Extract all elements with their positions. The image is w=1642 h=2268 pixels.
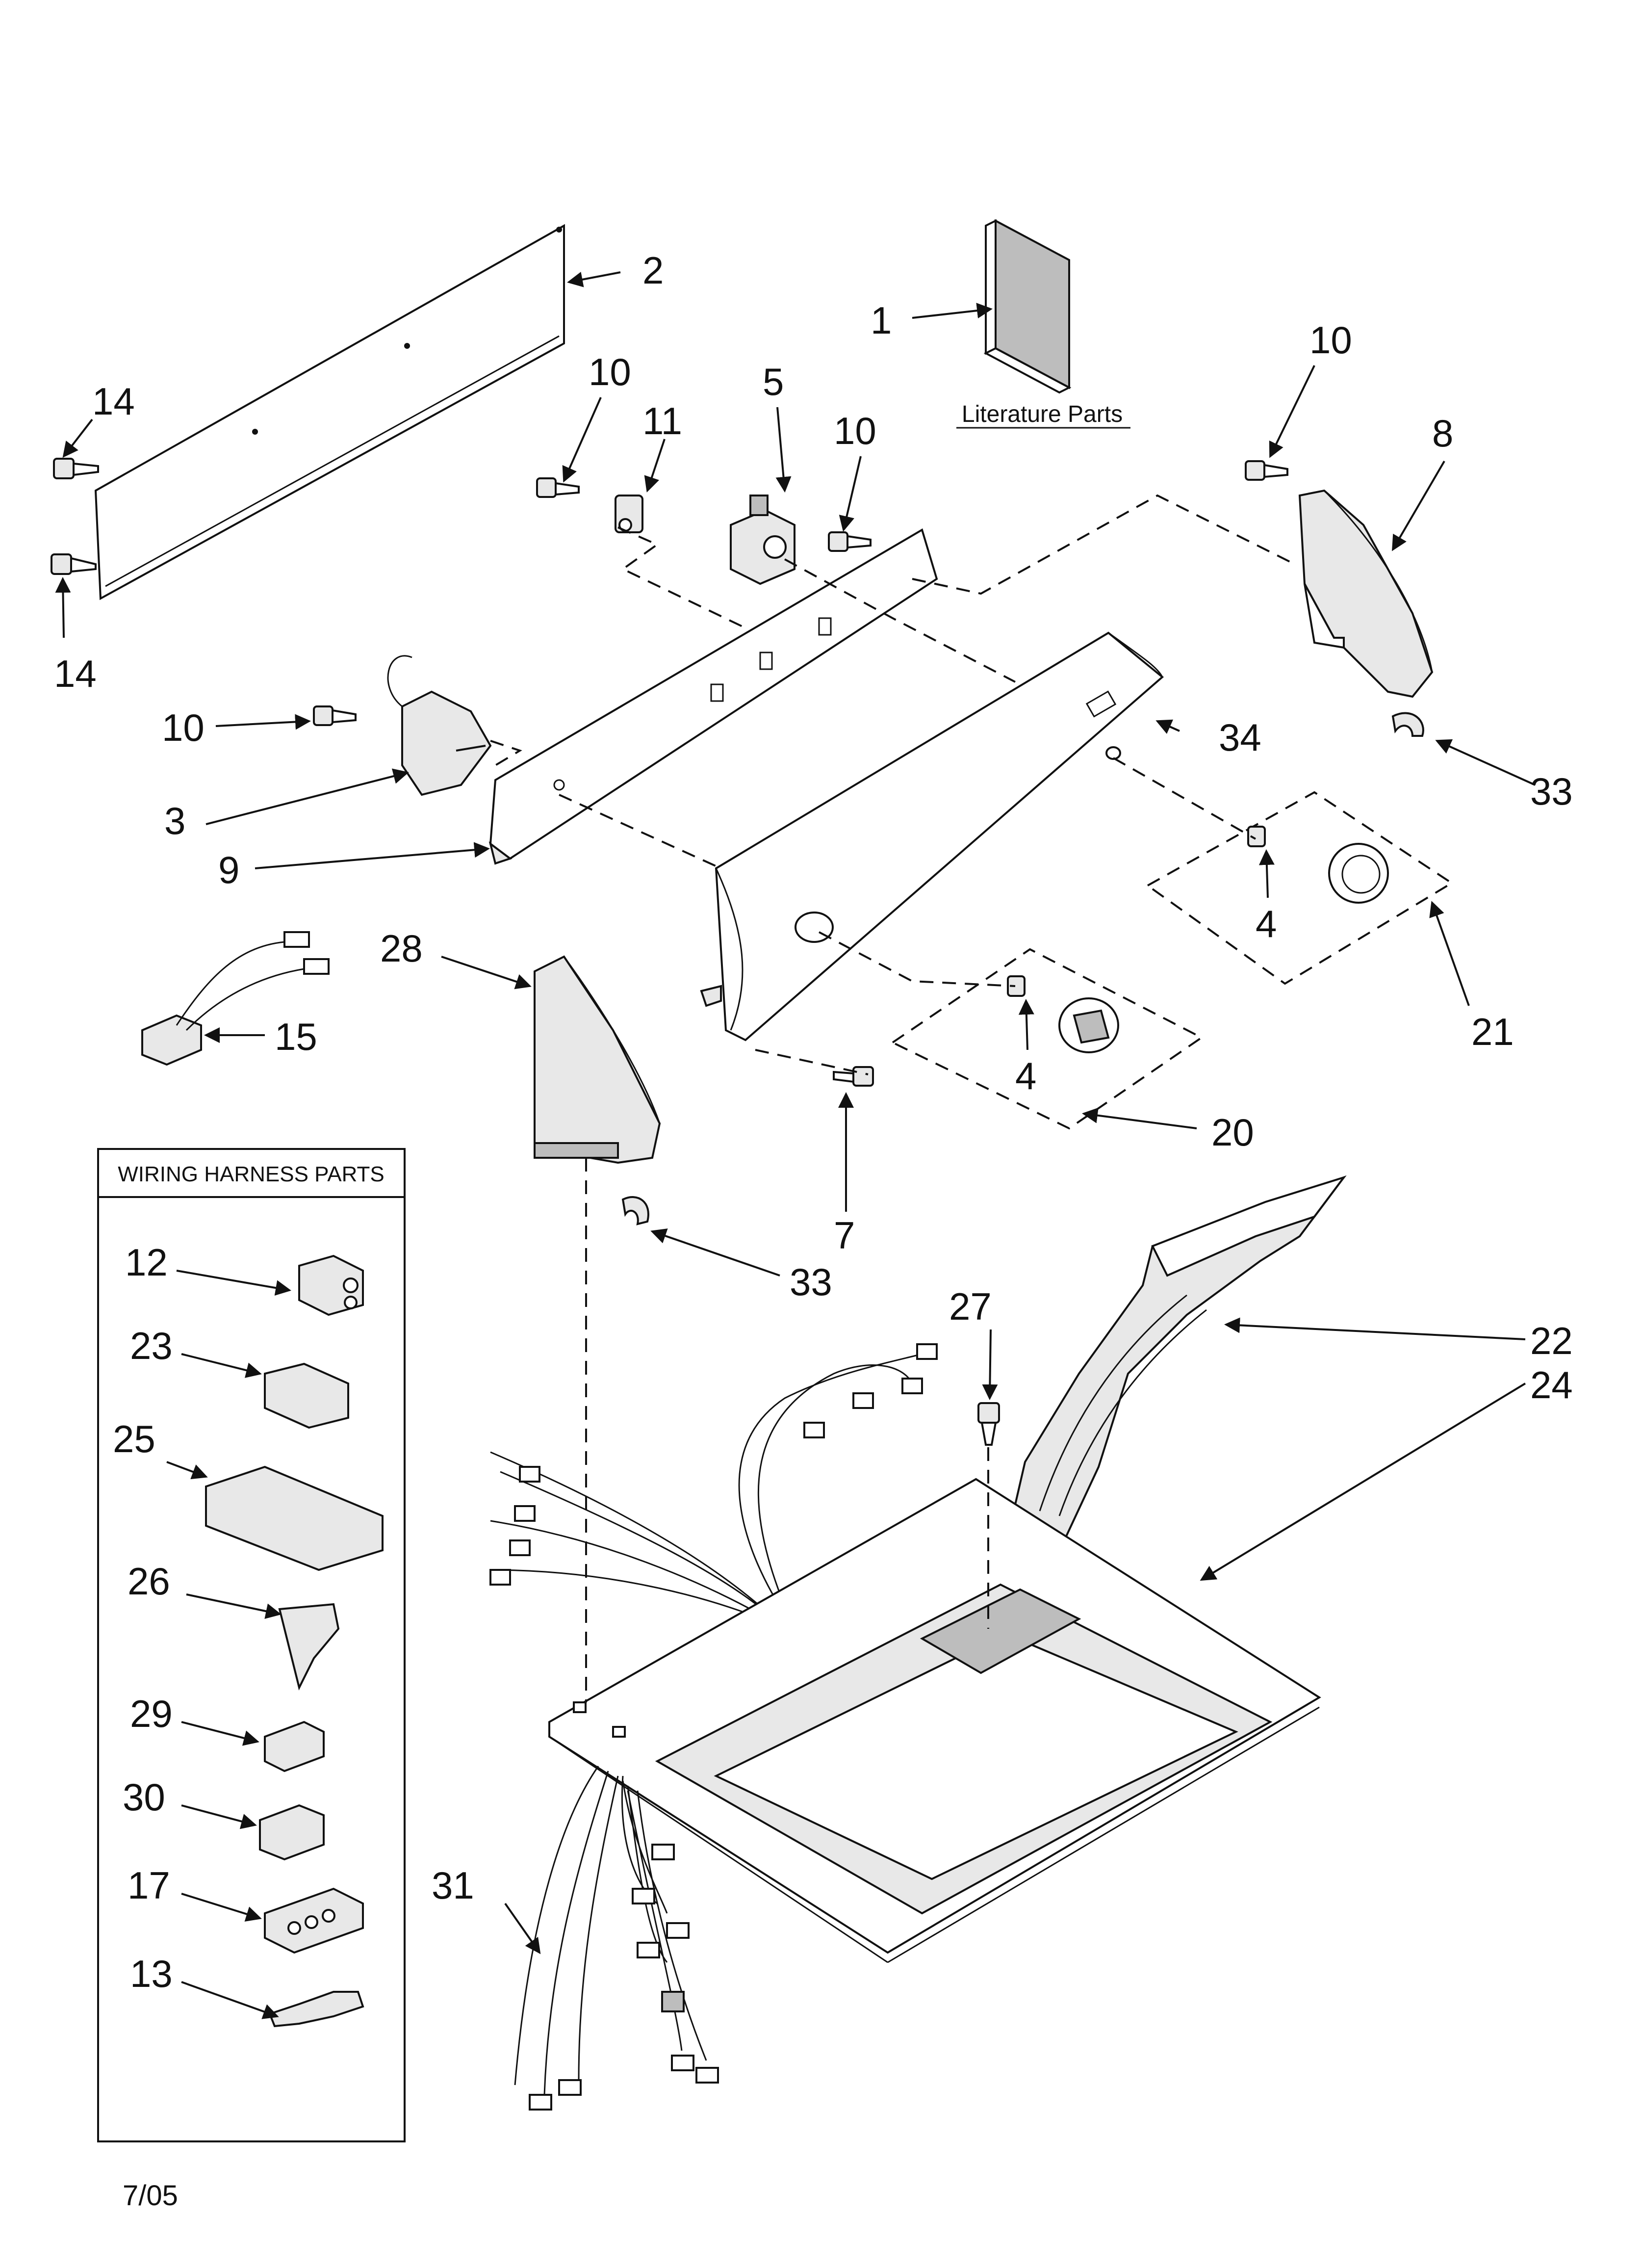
harness-item-23: 23 — [130, 1324, 173, 1367]
lint-duct-22 — [1009, 1175, 1347, 1542]
connector-26 — [278, 1603, 340, 1691]
harness-box-title: WIRING HARNESS PARTS — [118, 1162, 385, 1186]
harness-item-25: 25 — [113, 1417, 155, 1460]
harness-parts-box — [97, 1148, 406, 2142]
harness-31 — [514, 1766, 719, 2111]
assembly-line-e — [559, 794, 721, 869]
screw-14-top — [53, 458, 99, 479]
callout-10-d: 10 — [1309, 318, 1352, 362]
harness-item-12: 12 — [125, 1241, 168, 1284]
callout-10-c: 10 — [162, 706, 205, 749]
date-code: 7/05 — [123, 2180, 178, 2212]
assembly-line-d — [490, 740, 522, 766]
callout-1: 1 — [871, 299, 892, 342]
harness-item-13: 13 — [130, 1952, 173, 1995]
callout-22: 22 — [1530, 1319, 1573, 1362]
main-harness — [489, 1343, 938, 1630]
end-cap-28 — [534, 955, 661, 1164]
literature-parts-label: Literature Parts — [962, 401, 1123, 427]
harness-item-29: 29 — [130, 1692, 173, 1735]
harness-item-17: 17 — [128, 1864, 170, 1907]
assembly-line-f — [1113, 757, 1256, 840]
knob-group-20 — [891, 948, 1204, 1130]
assembly-line-h — [755, 1049, 869, 1075]
callout-34: 34 — [1219, 716, 1261, 759]
callout-10-b: 10 — [834, 409, 876, 452]
screw-10-a — [536, 477, 580, 498]
console-bracket — [488, 528, 938, 865]
terminal-13 — [268, 1991, 364, 2028]
screw-14-bottom — [51, 553, 97, 575]
callout-33-right: 33 — [1530, 770, 1573, 813]
connector-23 — [264, 1362, 349, 1429]
callout-4-left: 4 — [1015, 1054, 1036, 1097]
callout-3: 3 — [164, 799, 185, 842]
callout-9: 9 — [218, 848, 239, 891]
callout-11: 11 — [642, 399, 682, 443]
callout-21: 21 — [1471, 1010, 1514, 1053]
harness-item-30: 30 — [123, 1775, 165, 1819]
harness-item-26: 26 — [128, 1560, 170, 1603]
callout-5: 5 — [763, 360, 784, 403]
clip-33-right — [1391, 712, 1424, 737]
callout-14-top: 14 — [92, 380, 135, 423]
screw-10-c — [313, 705, 357, 726]
clip-33-left — [621, 1196, 649, 1225]
assembly-line-a — [617, 526, 746, 629]
rear-panel — [94, 224, 565, 600]
switch-11 — [615, 495, 643, 533]
callout-15: 15 — [275, 1015, 317, 1058]
leader-arrows — [55, 271, 1536, 2019]
harness-15 — [141, 931, 330, 1066]
assembly-line-c — [912, 494, 1295, 595]
end-cap-8 — [1298, 489, 1434, 698]
screw-10-b — [828, 531, 872, 552]
callout-4-right: 4 — [1256, 902, 1277, 945]
callout-14-bottom: 14 — [54, 652, 97, 695]
callout-10-a: 10 — [589, 350, 631, 393]
connector-25 — [205, 1465, 384, 1571]
callout-8: 8 — [1432, 412, 1453, 455]
connector-29 — [264, 1721, 325, 1773]
callout-20: 20 — [1211, 1111, 1254, 1154]
screw-10-d — [1245, 460, 1288, 481]
callout-27: 27 — [949, 1285, 992, 1328]
timer-5 — [730, 495, 795, 585]
connector-17 — [264, 1887, 364, 1954]
callout-2: 2 — [642, 249, 664, 292]
screw-7 — [833, 1066, 874, 1087]
assembly-line-b — [784, 558, 1016, 683]
top-panel-24 — [548, 1478, 1321, 1963]
callout-7: 7 — [834, 1214, 855, 1257]
connector-12 — [298, 1254, 364, 1316]
knob-group-21 — [1146, 791, 1454, 985]
console-34 — [700, 631, 1164, 1042]
connector-30 — [259, 1804, 325, 1861]
callout-33-left: 33 — [790, 1260, 832, 1303]
literature-booklet — [983, 219, 1072, 394]
assembly-line-g — [819, 931, 1016, 987]
callout-28: 28 — [380, 927, 423, 970]
screw-27 — [977, 1402, 1000, 1446]
callout-24: 24 — [1530, 1363, 1573, 1407]
callout-31: 31 — [432, 1864, 474, 1907]
